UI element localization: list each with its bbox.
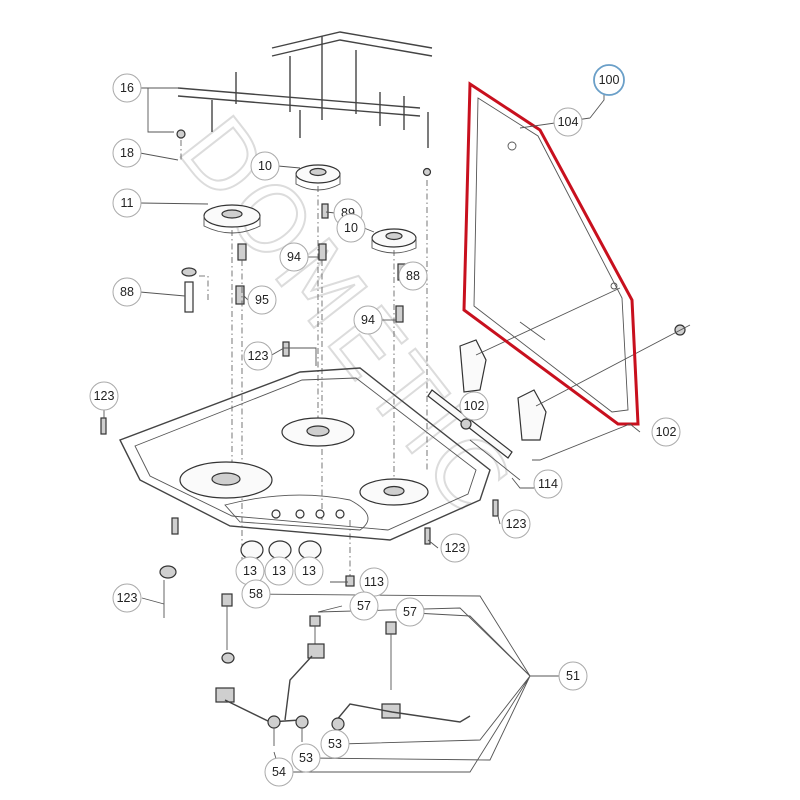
glass-lid	[462, 81, 640, 426]
svg-text:13: 13	[302, 564, 316, 578]
callout-54: 54	[264, 757, 294, 787]
callout-102: 102	[651, 417, 681, 447]
callout-95: 95	[247, 285, 277, 315]
callout-104: 104	[553, 107, 583, 137]
svg-text:10: 10	[258, 159, 272, 173]
svg-text:53: 53	[328, 737, 342, 751]
svg-text:58: 58	[249, 587, 263, 601]
svg-text:94: 94	[287, 250, 301, 264]
callout-94: 94	[279, 242, 309, 272]
burner-11	[203, 204, 261, 234]
svg-text:123: 123	[506, 517, 527, 531]
assembly-axes	[180, 140, 428, 580]
svg-text:10: 10	[344, 221, 358, 235]
callout-18: 18	[112, 138, 142, 168]
control-knobs	[159, 517, 355, 618]
burner-10-right	[371, 228, 417, 254]
callout-102: 102	[459, 391, 489, 421]
burner-10-top	[295, 164, 341, 191]
callout-13: 13	[235, 556, 265, 586]
svg-text:16: 16	[120, 81, 134, 95]
svg-text:88: 88	[406, 269, 420, 283]
svg-text:95: 95	[255, 293, 269, 307]
svg-text:57: 57	[357, 599, 371, 613]
svg-text:113: 113	[364, 575, 384, 589]
svg-text:18: 18	[120, 146, 134, 160]
callout-123: 123	[89, 381, 119, 411]
svg-text:123: 123	[248, 349, 269, 363]
callout-10: 10	[250, 151, 280, 181]
callout-123: 123	[501, 509, 531, 539]
svg-text:102: 102	[464, 399, 485, 413]
callout-88: 88	[398, 261, 428, 291]
pan-support	[176, 31, 433, 177]
svg-text:123: 123	[117, 591, 138, 605]
svg-text:94: 94	[361, 313, 375, 327]
svg-text:123: 123	[94, 389, 115, 403]
svg-text:13: 13	[243, 564, 257, 578]
callout-100: 100	[593, 64, 625, 96]
svg-text:54: 54	[272, 765, 286, 779]
callout-11: 11	[112, 188, 142, 218]
callout-53: 53	[291, 743, 321, 773]
callout-51: 51	[558, 661, 588, 691]
svg-text:53: 53	[299, 751, 313, 765]
svg-text:88: 88	[120, 285, 134, 299]
svg-text:100: 100	[599, 73, 620, 87]
callout-16: 16	[112, 73, 142, 103]
svg-text:102: 102	[656, 425, 677, 439]
callout-53: 53	[320, 729, 350, 759]
svg-text:51: 51	[566, 669, 580, 683]
callout-113: 113	[359, 567, 389, 597]
callout-123: 123	[243, 341, 273, 371]
callout-94: 94	[353, 305, 383, 335]
hob-body	[119, 367, 491, 541]
callout-13: 13	[264, 556, 294, 586]
svg-text:114: 114	[538, 477, 558, 491]
svg-text:11: 11	[121, 196, 134, 210]
callout-13: 13	[294, 556, 324, 586]
svg-text:57: 57	[403, 605, 417, 619]
gas-piping	[215, 593, 471, 746]
svg-text:123: 123	[445, 541, 466, 555]
callout-58: 58	[241, 579, 271, 609]
callout-10: 10	[336, 213, 366, 243]
callout-123: 123	[440, 533, 470, 563]
callout-114: 114	[533, 469, 563, 499]
svg-text:13: 13	[272, 564, 286, 578]
callout-123: 123	[112, 583, 142, 613]
svg-text:104: 104	[558, 115, 579, 129]
hinges	[427, 287, 691, 459]
callout-57: 57	[395, 597, 425, 627]
callout-57: 57	[349, 591, 379, 621]
callout-88: 88	[112, 277, 142, 307]
